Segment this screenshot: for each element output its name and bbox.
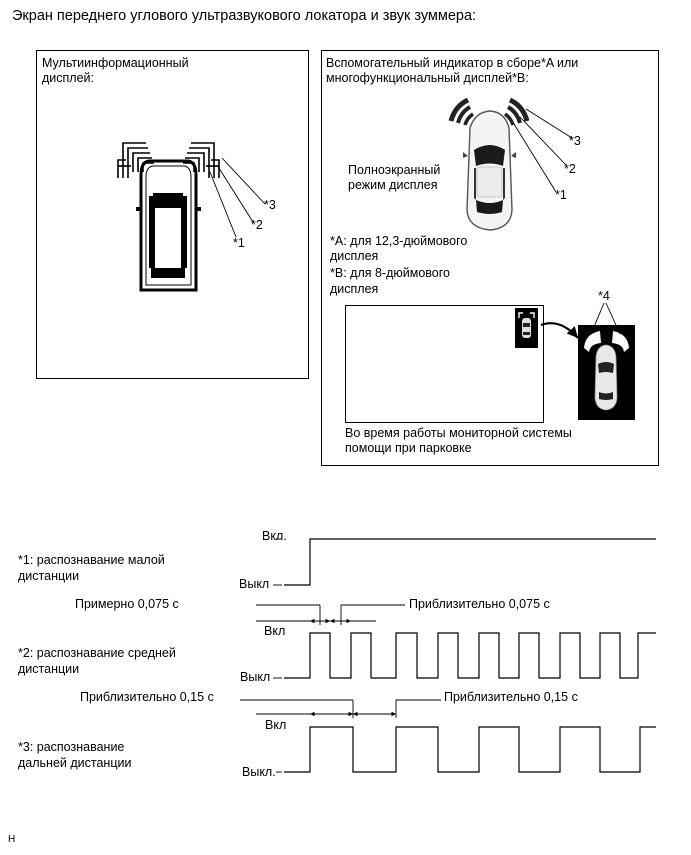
right-heading-line1: Вспомогательный индикатор в сборе*A или [326, 56, 579, 70]
callout4-leaders [590, 302, 621, 335]
enlarge-arrow [540, 322, 579, 339]
r2-on-label: Вкл [264, 624, 286, 638]
r3-label-line2: дальней дистанции [18, 756, 132, 770]
parking-assist-line1: Во время работы мониторной системы [345, 426, 572, 440]
r3-time-right: Приблизительно 0,15 с [444, 690, 578, 704]
right-heading-line2: многофункциональный дисплей*B: [326, 71, 529, 85]
note-a-line1: *A: для 12,3-дюймового [330, 234, 468, 248]
left-heading-line2: дисплей: [42, 71, 94, 85]
aux-car-image [448, 97, 530, 231]
left-callout-1: *1 [233, 236, 245, 250]
r1-label-line2: дистанции [18, 569, 80, 583]
r2-time-right: Приблизительно 0,075 с [409, 597, 550, 611]
left-callout-2: *2 [251, 218, 263, 232]
left-heading-line1: Мультиинформационный [42, 56, 189, 70]
callout-4: *4 [598, 289, 610, 303]
r1-off-label: Выкл [239, 577, 270, 591]
right-callout-2: *2 [564, 162, 576, 176]
note-b-line2: дисплея [330, 282, 379, 296]
r2-label-line2: дистанции [18, 662, 80, 676]
multi-info-display-panel [36, 50, 309, 379]
fullscreen-label-line1: Полноэкранный [348, 163, 441, 177]
note-b-line1: *B: для 8-дюймового [330, 266, 450, 280]
right-callout-3: *3 [569, 134, 581, 148]
fullscreen-label-line2: режим дисплея [348, 178, 438, 192]
aux-callout-leaders [513, 108, 573, 193]
left-callout-3: *3 [264, 198, 276, 212]
page-title: Экран переднего углового ультразвукового… [12, 8, 477, 24]
footer-code: H [8, 834, 16, 845]
mid-right-sensor-segments [183, 142, 220, 178]
right-callout-1: *1 [555, 188, 567, 202]
note-a-line2: дисплея [330, 249, 379, 263]
r3-label-line1: *3: распознавание [18, 740, 125, 754]
r1-label-line1: *1: распознавание малой [18, 553, 165, 567]
parking-assist-screen [345, 305, 544, 423]
r2-label-line1: *2: распознавание средней [18, 646, 176, 660]
pa-enlarged-view [578, 325, 635, 420]
r3-time-left: Приблизительно 0,15 с [80, 690, 214, 704]
r2-time-left: Примерно 0,075 с [75, 597, 179, 611]
pa-thumbnail [515, 308, 538, 348]
r3-off-label: Выкл. [242, 765, 276, 779]
mid-callout-leaders [209, 157, 266, 238]
mid-left-sensor-segments [117, 142, 154, 178]
r2-off-label: Выкл [240, 670, 271, 684]
mid-car-icon [136, 159, 201, 292]
r3-on-label: Вкл [265, 718, 287, 732]
parking-assist-line2: помощи при парковке [345, 441, 472, 455]
r1-on-label: Вкл. [262, 529, 287, 543]
timing-chart [240, 538, 656, 773]
